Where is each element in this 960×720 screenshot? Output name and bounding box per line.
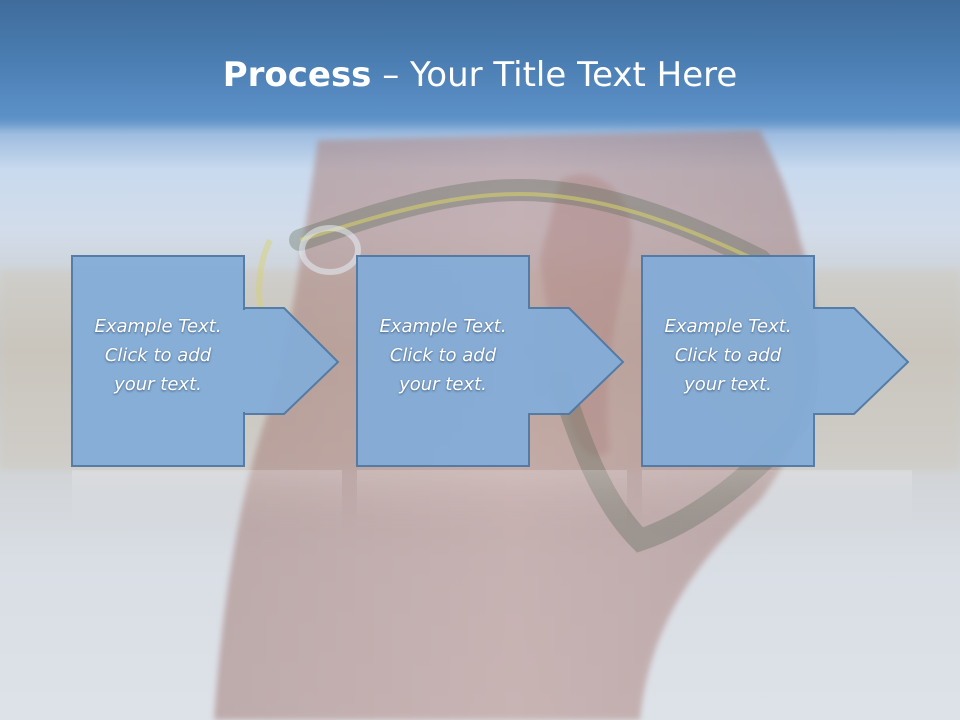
arrow-box-shape xyxy=(71,255,340,467)
step-text-line: Click to add xyxy=(104,345,212,366)
step-text-line: your text. xyxy=(399,374,487,395)
arrow-box-shape xyxy=(356,255,625,467)
step-text-line: Click to add xyxy=(389,345,497,366)
step-reflection xyxy=(72,470,342,540)
process-step-1[interactable]: Example Text. Click to add your text. xyxy=(71,255,342,468)
process-step-3[interactable]: Example Text. Click to add your text. xyxy=(641,255,912,468)
title-rest-part: – Your Title Text Here xyxy=(371,55,738,95)
arrow-box-shape xyxy=(641,255,910,467)
step-text-line: Example Text. xyxy=(664,316,792,337)
step-text: Example Text. Click to add your text. xyxy=(642,312,814,399)
process-step-2[interactable]: Example Text. Click to add your text. xyxy=(356,255,627,468)
step-text-line: Click to add xyxy=(674,345,782,366)
slide-title[interactable]: Process – Your Title Text Here xyxy=(0,52,960,98)
step-text: Example Text. Click to add your text. xyxy=(357,312,529,399)
step-text: Example Text. Click to add your text. xyxy=(72,312,244,399)
step-text-line: Example Text. xyxy=(379,316,507,337)
step-text-line: Example Text. xyxy=(94,316,222,337)
step-text-line: your text. xyxy=(684,374,772,395)
title-band xyxy=(0,0,960,130)
step-reflection xyxy=(642,470,912,540)
title-bold-part: Process xyxy=(222,55,372,95)
step-text-line: your text. xyxy=(114,374,202,395)
step-reflection xyxy=(357,470,627,540)
